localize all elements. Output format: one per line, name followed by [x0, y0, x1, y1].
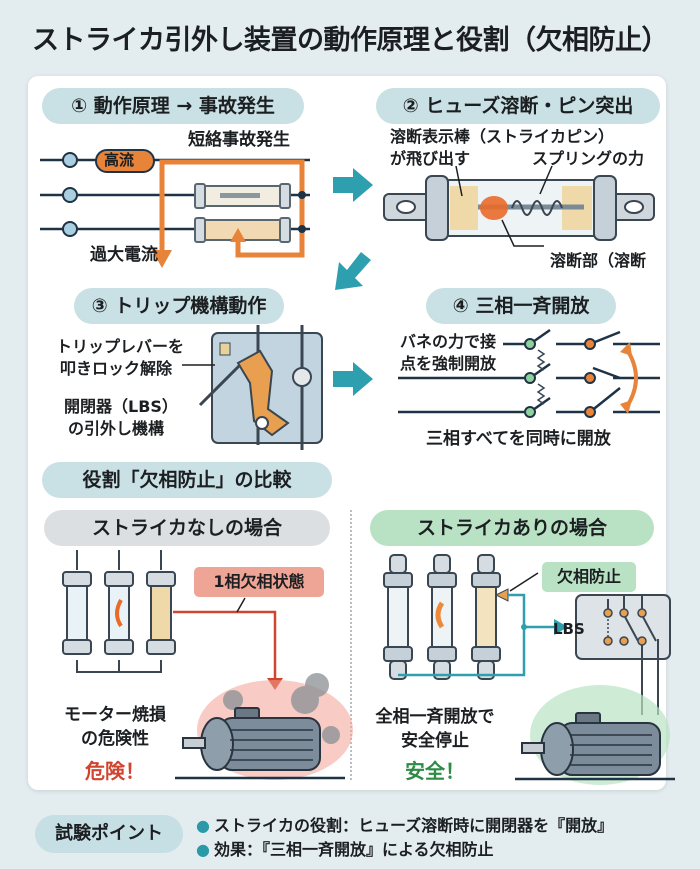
fuse-icon	[194, 183, 291, 209]
without-striker-heading: ストライカなしの場合	[44, 510, 330, 546]
trip-mechanism-diagram	[182, 325, 323, 450]
step4-heading: ④ 三相一斉開放	[426, 288, 616, 324]
bullet-icon: ●	[196, 816, 210, 835]
step3-heading: ③ トリップ機構動作	[74, 288, 284, 324]
down-arrow-icon	[152, 250, 172, 268]
comparison-divider	[350, 510, 352, 780]
melt-spot-icon	[480, 196, 508, 220]
exam-point-item: ●ストライカの役割：ヒューズ溶断時に開閉器を『開放』	[196, 812, 613, 836]
arrow-right-icon	[333, 362, 373, 396]
spring-icon	[511, 200, 563, 216]
arrow-right-icon	[333, 168, 373, 202]
all-phases-open-label: 三相すべてを同時に開放	[426, 429, 611, 449]
striker-pin-icon	[494, 588, 509, 602]
safe-stop-label-2: 安全停止	[401, 731, 469, 751]
striker-fuse-diagram	[383, 165, 655, 247]
high-current-badge	[95, 149, 155, 173]
motor-burn-risk-label: モーター焼損	[64, 705, 166, 725]
phase-loss-prevention-badge: 欠相防止	[542, 562, 636, 592]
mount-hole-icon	[624, 200, 644, 214]
fuse-icon	[383, 554, 413, 680]
with-striker-diagram	[383, 554, 675, 785]
spring-icon	[536, 383, 546, 405]
phase-loss-badge: 1相欠相状態	[194, 567, 324, 597]
spring-icon	[536, 349, 546, 371]
striker-pin-label: 溶断表示棒（ストライカピン）	[390, 127, 615, 146]
lbs-label: LBS	[553, 620, 585, 638]
without-striker-diagram	[62, 550, 353, 780]
overcurrent-label: 過大電流	[90, 245, 158, 265]
exam-point-label: 試験ポイント	[35, 815, 183, 853]
terminal-node	[62, 221, 78, 237]
short-circuit-label: 短絡事故発生	[188, 130, 290, 150]
trip-lever-label-2: 叩きロック解除	[60, 359, 173, 378]
step1-heading: ① 動作原理 → 事故発生	[42, 88, 304, 124]
comparison-heading: 役割「欠相防止」の比較	[42, 462, 332, 498]
striker-arrow-icon	[230, 228, 246, 242]
fuse-icon	[471, 554, 501, 680]
trip-lever-icon	[236, 349, 290, 437]
exam-point-text: 効果：『三相一斉開放』による欠相防止	[213, 840, 494, 859]
trip-lever-label: トリップレバーを	[56, 337, 185, 356]
fuse-icon	[146, 571, 176, 655]
high-current-label: 高流	[104, 151, 135, 169]
three-phase-switch-diagram	[398, 328, 660, 418]
danger-verdict: 危険！	[85, 759, 145, 783]
bullet-icon: ●	[196, 840, 210, 859]
safe-stop-label: 全相一斉開放で	[375, 707, 495, 727]
lbs-mechanism-label-2: の引外し機構	[68, 419, 165, 438]
striker-pin-label-2: が飛び出す	[390, 149, 471, 168]
blown-fuse-icon	[194, 217, 291, 243]
arrow-down-left-icon	[335, 252, 371, 290]
exam-point-item: ●効果：『三相一斉開放』による欠相防止	[196, 836, 494, 860]
motor-icon	[175, 707, 345, 780]
step1-circuit-diagram	[40, 149, 310, 268]
melt-part-label: 溶断部（溶断	[550, 251, 647, 270]
blown-fuse-icon	[427, 554, 457, 680]
spring-open-label-2: 点を強制開放	[400, 354, 497, 373]
footer: 試験ポイント ●ストライカの役割：ヒューズ溶断時に開閉器を『開放』 ●効果：『三…	[0, 800, 700, 869]
mount-hole-icon	[396, 200, 416, 214]
motor-burn-risk-label-2: の危険性	[81, 729, 149, 749]
fault-current-path	[159, 159, 305, 258]
exam-point-text: ストライカの役割：ヒューズ溶断時に開閉器を『開放』	[213, 816, 614, 835]
terminal-node	[62, 152, 78, 168]
with-striker-heading: ストライカありの場合	[370, 510, 654, 546]
safe-verdict: 安全！	[405, 759, 465, 783]
page-title: ストライカ引外し装置の動作原理と役割（欠相防止）	[32, 25, 669, 56]
striker-rod	[198, 363, 242, 407]
spring-open-label: バネの力で接	[400, 332, 497, 351]
motor-icon	[515, 712, 675, 781]
step2-heading: ② ヒューズ溶断・ピン突出	[376, 88, 660, 124]
smoke-icon	[223, 673, 340, 744]
terminal-node	[62, 187, 78, 203]
fuse-icon	[62, 571, 92, 655]
lbs-mechanism-label: 開閉器（LBS）	[64, 397, 178, 416]
arrow-right-icon	[554, 619, 568, 635]
spring-force-label: スプリングの力	[532, 149, 645, 168]
